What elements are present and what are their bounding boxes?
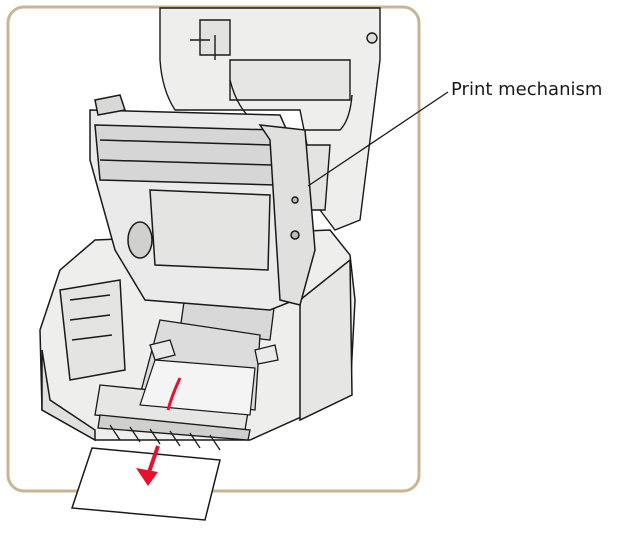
paper-guides (149, 339, 279, 365)
output-arrowhead (136, 468, 158, 486)
output-arrow (146, 445, 160, 476)
print-mechanism (89, 94, 316, 311)
paper-exiting (70, 447, 221, 521)
paper-label-inside (139, 359, 256, 416)
inner-arrow (166, 377, 182, 411)
print-mechanism-label: Print mechanism (451, 79, 603, 100)
callout-leader-line (307, 91, 449, 187)
